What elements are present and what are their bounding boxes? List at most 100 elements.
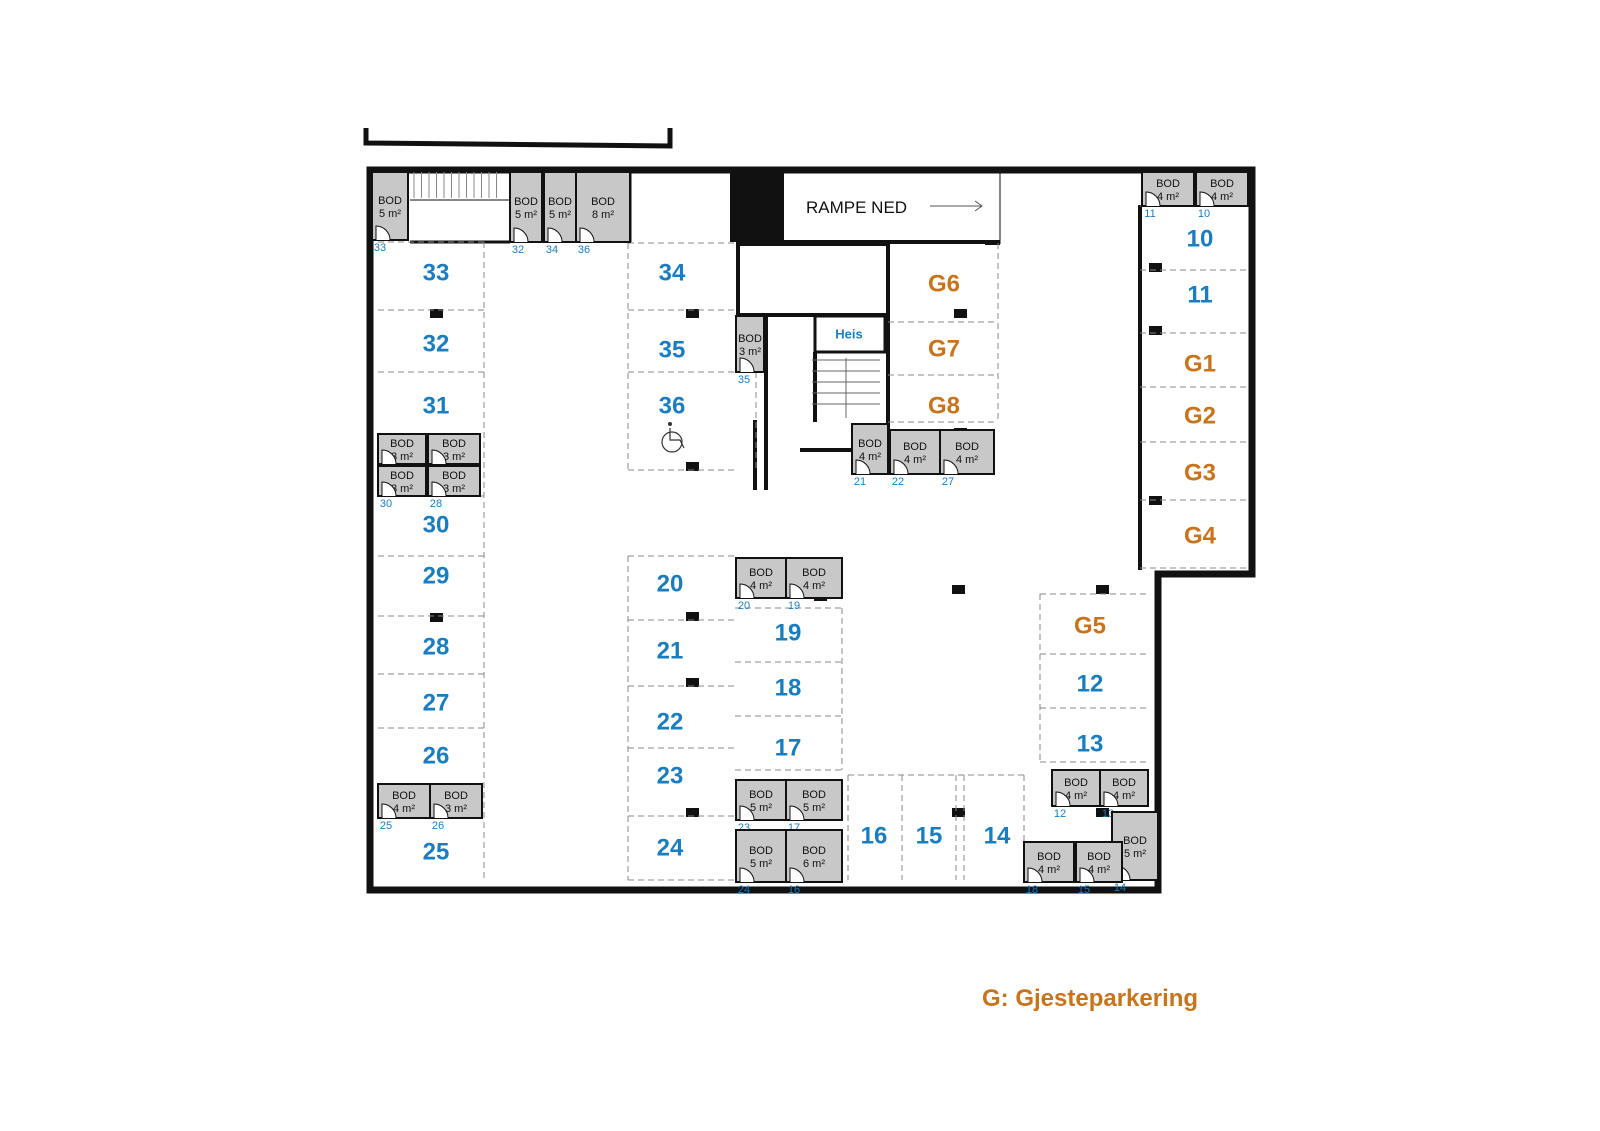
door-number: 28	[430, 498, 442, 510]
parking-spot-17: 17	[775, 735, 802, 762]
column	[686, 678, 699, 687]
parking-spot-23: 23	[657, 763, 684, 790]
storage-size: 4 m²	[1157, 191, 1179, 203]
door-icon	[513, 227, 529, 243]
column	[686, 309, 699, 318]
parking-spot-13: 13	[1077, 731, 1104, 758]
storage-size: 5 m²	[515, 209, 537, 221]
parking-spot-21: 21	[657, 638, 684, 665]
storage-label: BOD	[442, 438, 466, 450]
storage-label: BOD	[392, 790, 416, 802]
door-icon	[789, 867, 805, 883]
parking-spot-19: 19	[775, 620, 802, 647]
column	[1096, 808, 1109, 817]
storage-size: 4 m²	[956, 454, 978, 466]
door-icon	[1145, 191, 1161, 207]
door-number: 26	[432, 820, 444, 832]
parking-spot-g7: G7	[928, 336, 960, 363]
storage-size: 4 m²	[1038, 864, 1060, 876]
door-number: 10	[1198, 208, 1210, 220]
storage-size: 4 m²	[904, 454, 926, 466]
storage-label: BOD	[1156, 178, 1180, 190]
column	[1096, 585, 1109, 594]
parking-spot-28: 28	[423, 634, 450, 661]
door-icon	[431, 481, 447, 497]
storage-label: BOD	[955, 441, 979, 453]
storage-size: 4 m²	[859, 451, 881, 463]
door-icon	[579, 227, 595, 243]
storage-size: 3 m²	[443, 483, 465, 495]
parking-spot-35: 35	[659, 337, 686, 364]
parking-spot-20: 20	[657, 571, 684, 598]
storage-size: 3 m²	[391, 451, 413, 463]
storage-size: 3 m²	[739, 346, 761, 358]
storage-unit	[427, 433, 481, 465]
storage-size: 3 m²	[445, 803, 467, 815]
storage-label: BOD	[903, 441, 927, 453]
door-icon	[381, 803, 397, 819]
parking-spot-g6: G6	[928, 271, 960, 298]
walls-layer	[363, 128, 1256, 894]
storage-label: BOD	[802, 789, 826, 801]
parking-spot-27: 27	[423, 690, 450, 717]
storage-size: 3 m²	[443, 451, 465, 463]
door-icon	[789, 805, 805, 821]
storage-label: BOD	[390, 470, 414, 482]
storage-unit	[735, 779, 787, 821]
storage-label: BOD	[1112, 777, 1136, 789]
ramp-label: RAMPE NED	[806, 198, 907, 217]
door-icon	[789, 583, 805, 599]
parking-spot-g5: G5	[1074, 613, 1106, 640]
door-number: 15	[1078, 884, 1090, 896]
parking-spot-22: 22	[657, 709, 684, 736]
storage-size: 5 m²	[803, 802, 825, 814]
storage-label: BOD	[444, 790, 468, 802]
door-number: 19	[788, 600, 800, 612]
storage-label: BOD	[1210, 178, 1234, 190]
door-icon	[739, 583, 755, 599]
column	[686, 612, 699, 621]
retaining-wall	[363, 128, 673, 149]
parking-spot-g2: G2	[1184, 403, 1216, 430]
parking-spot-14: 14	[984, 823, 1011, 850]
storage-label: BOD	[591, 196, 615, 208]
door-icon	[893, 459, 909, 475]
door-number: 22	[892, 476, 904, 488]
parking-spots-layer: 3332313029282726253435362021222324191817…	[423, 226, 1217, 866]
door-icon	[855, 459, 871, 475]
storage-size: 5 m²	[750, 802, 772, 814]
column	[686, 462, 699, 471]
door-icon	[433, 803, 449, 819]
parking-spot-24: 24	[657, 835, 684, 862]
door-icon	[1199, 191, 1215, 207]
door-number: 35	[738, 374, 750, 386]
column	[430, 309, 443, 318]
storage-size: 4 m²	[1211, 191, 1233, 203]
column	[1149, 263, 1162, 272]
parking-spot-10: 10	[1187, 226, 1214, 253]
structural-core	[730, 170, 784, 242]
core-upper	[736, 242, 890, 317]
door-number: 24	[738, 884, 750, 896]
door-number: 33	[374, 242, 386, 254]
storage-size: 4 m²	[750, 580, 772, 592]
door-icon	[547, 227, 563, 243]
door-icon	[381, 481, 397, 497]
storage-label: BOD	[378, 195, 402, 207]
storage-size: 5 m²	[750, 858, 772, 870]
storage-label: BOD	[858, 438, 882, 450]
storage-label: BOD	[1087, 851, 1111, 863]
storage-label: BOD	[548, 196, 572, 208]
door-number: 25	[380, 820, 392, 832]
door-number: 30	[380, 498, 392, 510]
door-number: 16	[788, 884, 800, 896]
column	[954, 309, 967, 318]
parking-spot-26: 26	[423, 743, 450, 770]
elevator-shaft	[813, 314, 887, 354]
storage-size: 4 m²	[1088, 864, 1110, 876]
door-number: 12	[1054, 808, 1066, 820]
storage-size: 4 m²	[1065, 790, 1087, 802]
wheelchair-icon	[661, 422, 685, 453]
spot-dividers-layer	[378, 205, 1248, 881]
